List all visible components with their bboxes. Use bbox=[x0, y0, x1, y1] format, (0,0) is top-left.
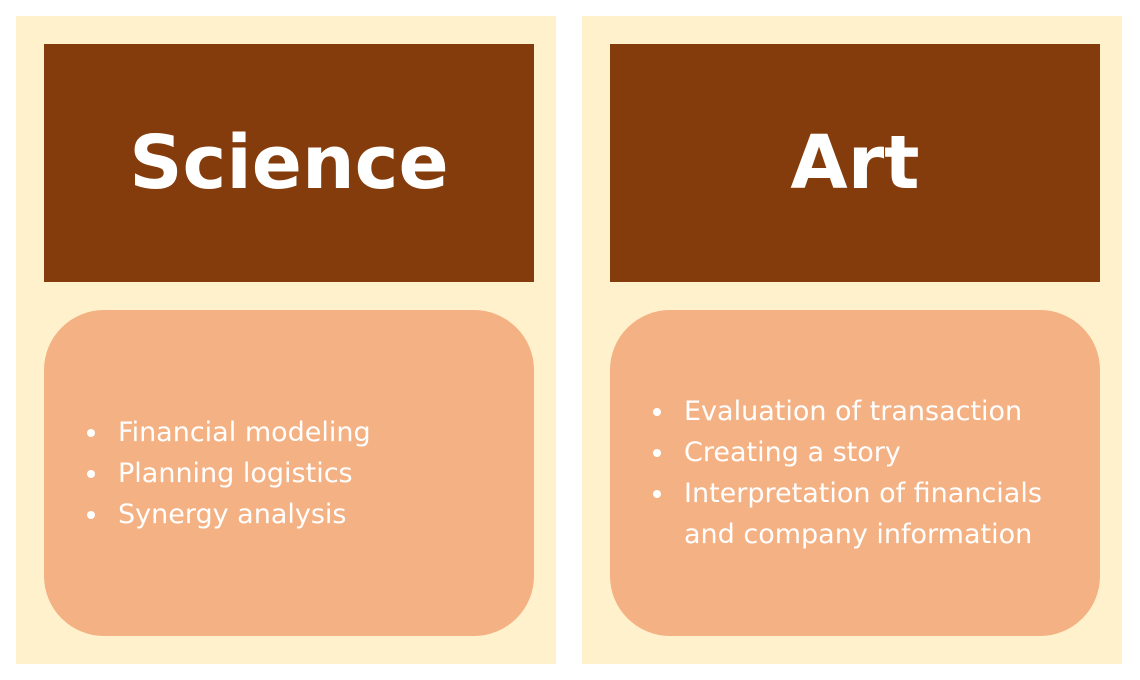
list-item: Synergy analysis bbox=[110, 494, 371, 535]
list-item: Evaluation of transaction bbox=[676, 391, 1070, 432]
list-item: Financial modeling bbox=[110, 412, 371, 453]
science-header: Science bbox=[44, 44, 534, 282]
art-list-box: Evaluation of transaction Creating a sto… bbox=[610, 310, 1100, 636]
science-panel: Science Financial modeling Planning logi… bbox=[16, 16, 556, 664]
art-panel: Art Evaluation of transaction Creating a… bbox=[582, 16, 1122, 664]
science-list-box: Financial modeling Planning logistics Sy… bbox=[44, 310, 534, 636]
list-item: Planning logistics bbox=[110, 453, 371, 494]
list-item: Interpretation of financials and company… bbox=[676, 473, 1070, 555]
art-header: Art bbox=[610, 44, 1100, 282]
list-item: Creating a story bbox=[676, 432, 1070, 473]
